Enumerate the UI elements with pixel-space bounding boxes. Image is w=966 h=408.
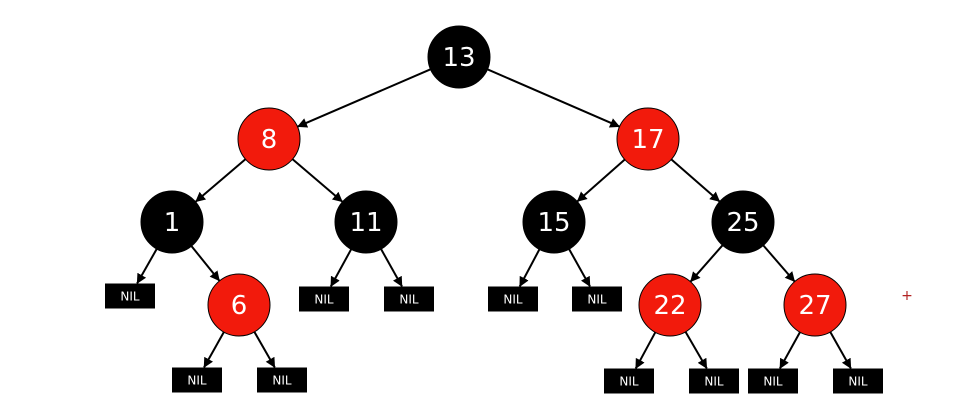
nil-box bbox=[572, 286, 622, 312]
nil-leaf-nil2: NIL bbox=[299, 286, 349, 312]
nil-leaf-nil10: NIL bbox=[748, 368, 798, 394]
nil-label: NIL bbox=[120, 290, 140, 304]
edge-n13-n8 bbox=[297, 68, 431, 128]
nil-box bbox=[488, 286, 538, 312]
nil-label: NIL bbox=[848, 375, 868, 389]
nil-leaf-nil6: NIL bbox=[172, 367, 222, 393]
node-key-label: 22 bbox=[653, 291, 686, 321]
edge-n25-n27 bbox=[762, 244, 796, 283]
tree-node-25: 25 bbox=[711, 190, 775, 254]
node-circle-black bbox=[334, 190, 398, 254]
node-circle-red bbox=[638, 273, 702, 337]
edge-n17-n25 bbox=[670, 158, 721, 203]
edge-n15-nil5 bbox=[568, 248, 591, 287]
edge-n13-n17 bbox=[487, 68, 621, 128]
node-circle-black bbox=[522, 190, 586, 254]
node-key-label: 11 bbox=[349, 208, 382, 238]
nil-box bbox=[172, 367, 222, 393]
tree-node-15: 15 bbox=[522, 190, 586, 254]
nil-box bbox=[689, 368, 739, 394]
edge-n22-nil8 bbox=[634, 331, 657, 369]
edge-n8-n1 bbox=[194, 158, 247, 203]
nil-box bbox=[604, 368, 654, 394]
edge-n17-n15 bbox=[576, 158, 626, 203]
nil-box bbox=[299, 286, 349, 312]
nil-label: NIL bbox=[272, 374, 292, 388]
nil-leaf-nil9: NIL bbox=[689, 368, 739, 394]
nil-label: NIL bbox=[587, 293, 607, 307]
nil-label: NIL bbox=[399, 293, 419, 307]
nil-leaf-nil11: NIL bbox=[833, 368, 883, 394]
tree-node-6: 6 bbox=[207, 273, 271, 337]
tree-node-27: 27 bbox=[783, 273, 847, 337]
nil-leaf-nil3: NIL bbox=[384, 286, 434, 312]
nil-label: NIL bbox=[704, 375, 724, 389]
edge-n22-nil9 bbox=[684, 331, 708, 370]
nil-leaf-nil7: NIL bbox=[257, 367, 307, 393]
edge-n1-nil1 bbox=[136, 248, 158, 284]
node-circle-red bbox=[616, 107, 680, 171]
nil-box bbox=[833, 368, 883, 394]
edges bbox=[136, 68, 852, 370]
edge-n25-n22 bbox=[689, 244, 724, 283]
edge-n11-nil2 bbox=[329, 248, 353, 287]
node-key-label: 13 bbox=[442, 43, 475, 73]
edge-n27-nil10 bbox=[779, 331, 801, 369]
nil-label: NIL bbox=[619, 375, 639, 389]
nil-label: NIL bbox=[314, 293, 334, 307]
nil-box bbox=[748, 368, 798, 394]
tree-node-1: 1 bbox=[140, 190, 204, 254]
crosshair-cursor-icon: + bbox=[901, 288, 913, 304]
node-key-label: 8 bbox=[261, 125, 278, 155]
nil-box bbox=[257, 367, 307, 393]
node-key-label: 6 bbox=[231, 291, 248, 321]
node-key-label: 17 bbox=[631, 125, 664, 155]
node-circle-red bbox=[207, 273, 271, 337]
nil-box bbox=[105, 283, 155, 309]
edge-n27-nil11 bbox=[829, 331, 852, 369]
node-circle-red bbox=[237, 107, 301, 171]
edge-n11-nil3 bbox=[380, 248, 403, 287]
node-circle-black bbox=[140, 190, 204, 254]
edge-n8-n11 bbox=[291, 158, 344, 203]
nil-leaf-nil8: NIL bbox=[604, 368, 654, 394]
tree-node-22: 22 bbox=[638, 273, 702, 337]
node-key-label: 27 bbox=[798, 291, 831, 321]
node-circle-red bbox=[783, 273, 847, 337]
nil-leaf-nil5: NIL bbox=[572, 286, 622, 312]
tree-node-13: 13 bbox=[427, 25, 491, 89]
edge-n15-nil4 bbox=[518, 248, 541, 287]
edge-n6-nil6 bbox=[203, 331, 225, 368]
nil-label: NIL bbox=[763, 375, 783, 389]
node-circle-black bbox=[711, 190, 775, 254]
nil-label: NIL bbox=[503, 293, 523, 307]
tree-node-11: 11 bbox=[334, 190, 398, 254]
nil-leaf-nil4: NIL bbox=[488, 286, 538, 312]
tree-node-8: 8 bbox=[237, 107, 301, 171]
nil-label: NIL bbox=[187, 374, 207, 388]
node-key-label: 25 bbox=[726, 208, 759, 238]
nil-box bbox=[384, 286, 434, 312]
node-key-label: 15 bbox=[537, 208, 570, 238]
node-circle-black bbox=[427, 25, 491, 89]
tree-node-17: 17 bbox=[616, 107, 680, 171]
nil-leaf-nil1: NIL bbox=[105, 283, 155, 309]
node-key-label: 1 bbox=[164, 208, 181, 238]
edge-n6-nil7 bbox=[253, 331, 276, 368]
edge-n1-n6 bbox=[190, 245, 221, 282]
